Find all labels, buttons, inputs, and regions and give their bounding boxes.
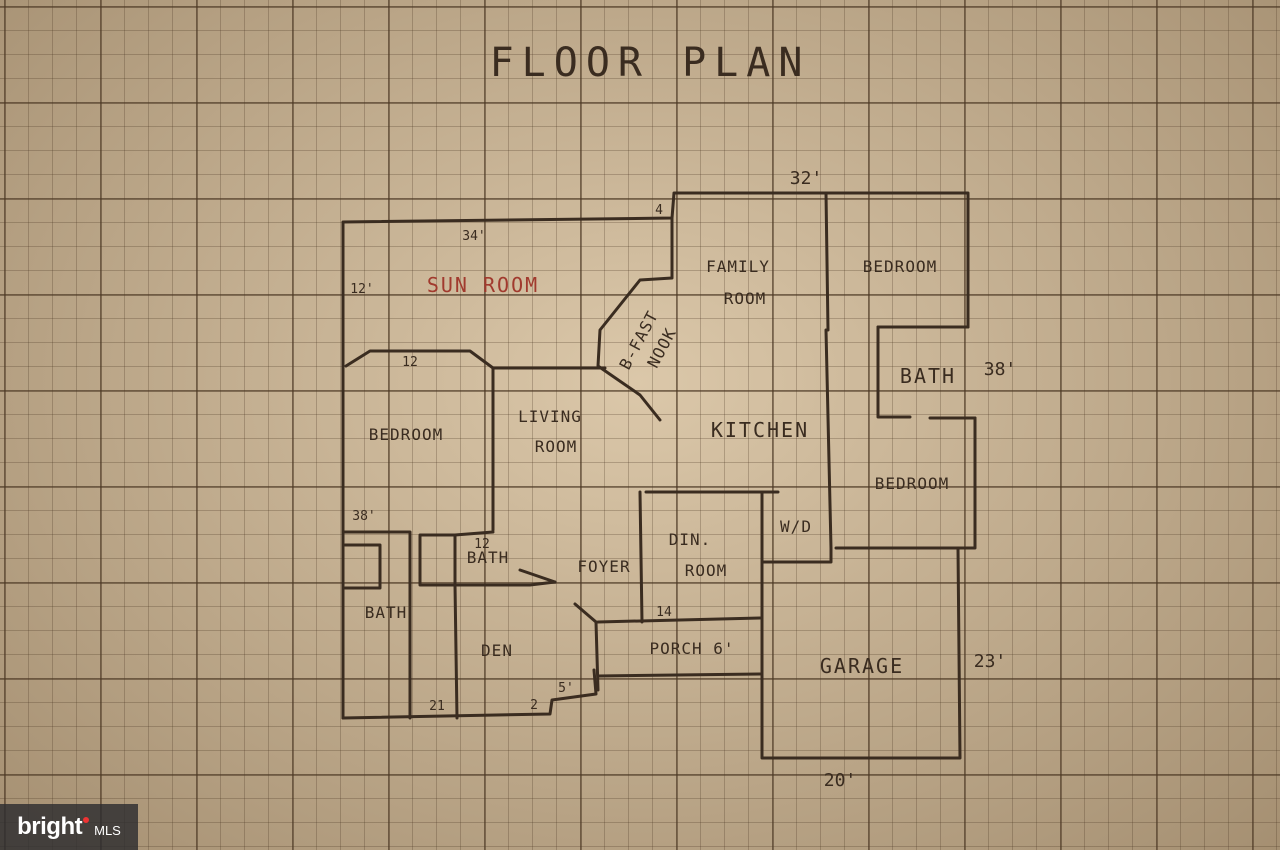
badge-dot-icon <box>83 817 90 823</box>
badge-suffix: MLS <box>94 822 121 838</box>
room-label-family-room-line2: ROOM <box>724 289 767 308</box>
plan-walls <box>341 191 977 760</box>
room-label-sun-room: SUN ROOM <box>427 273 539 297</box>
dimension-garage-depth: 23' <box>974 651 1007 672</box>
room-label-garage: GARAGE <box>820 654 904 678</box>
room-label-dining-room-line1: DIN. <box>669 530 712 549</box>
dimension-bedroom-width: 12 <box>402 355 418 370</box>
room-label-bath-center: BATH <box>467 548 510 567</box>
dimension-step-4: 4 <box>655 203 663 218</box>
badge-brand: bright <box>17 813 83 840</box>
room-label-bath-east: BATH <box>900 364 956 388</box>
room-label-den: DEN <box>481 641 513 660</box>
room-label-foyer: FOYER <box>577 557 630 576</box>
dimension-sun-room-width: 34' <box>462 229 485 244</box>
room-label-bath-southwest: BATH <box>365 603 408 622</box>
dimension-den-5: 5' <box>558 681 574 696</box>
room-label-porch: PORCH 6' <box>649 639 734 658</box>
dimension-bath-12: 12 <box>474 537 490 552</box>
bright-mls-badge: bright MLS <box>0 804 138 850</box>
room-label-bedroom-west: BEDROOM <box>369 425 443 444</box>
dimension-garage-width: 20' <box>824 770 857 791</box>
dimension-den-21: 21 <box>429 699 445 714</box>
dimension-porch-width: 14 <box>656 605 672 620</box>
dimension-sun-room-depth: 12' <box>350 282 373 297</box>
room-label-kitchen: KITCHEN <box>711 418 809 442</box>
room-label-family-room-line1: FAMILY <box>706 257 770 276</box>
room-label-bfast-nook: B-FAST NOOK <box>615 307 680 372</box>
dimension-den-2: 2 <box>530 698 538 713</box>
room-label-bedroom-northeast: BEDROOM <box>863 257 937 276</box>
dimension-top-width: 32' <box>790 168 823 189</box>
room-label-living-room-line1: LIVING <box>518 407 582 426</box>
room-label-washer-dryer: W/D <box>780 517 812 536</box>
room-label-living-room-line2: ROOM <box>535 437 578 456</box>
dimension-east-depth: 38' <box>984 359 1017 380</box>
room-label-bedroom-southeast: BEDROOM <box>875 474 949 493</box>
room-label-dining-room-line2: ROOM <box>685 561 728 580</box>
dimension-west-depth: 38' <box>352 509 375 524</box>
plan-title: FLOOR PLAN <box>490 40 811 86</box>
